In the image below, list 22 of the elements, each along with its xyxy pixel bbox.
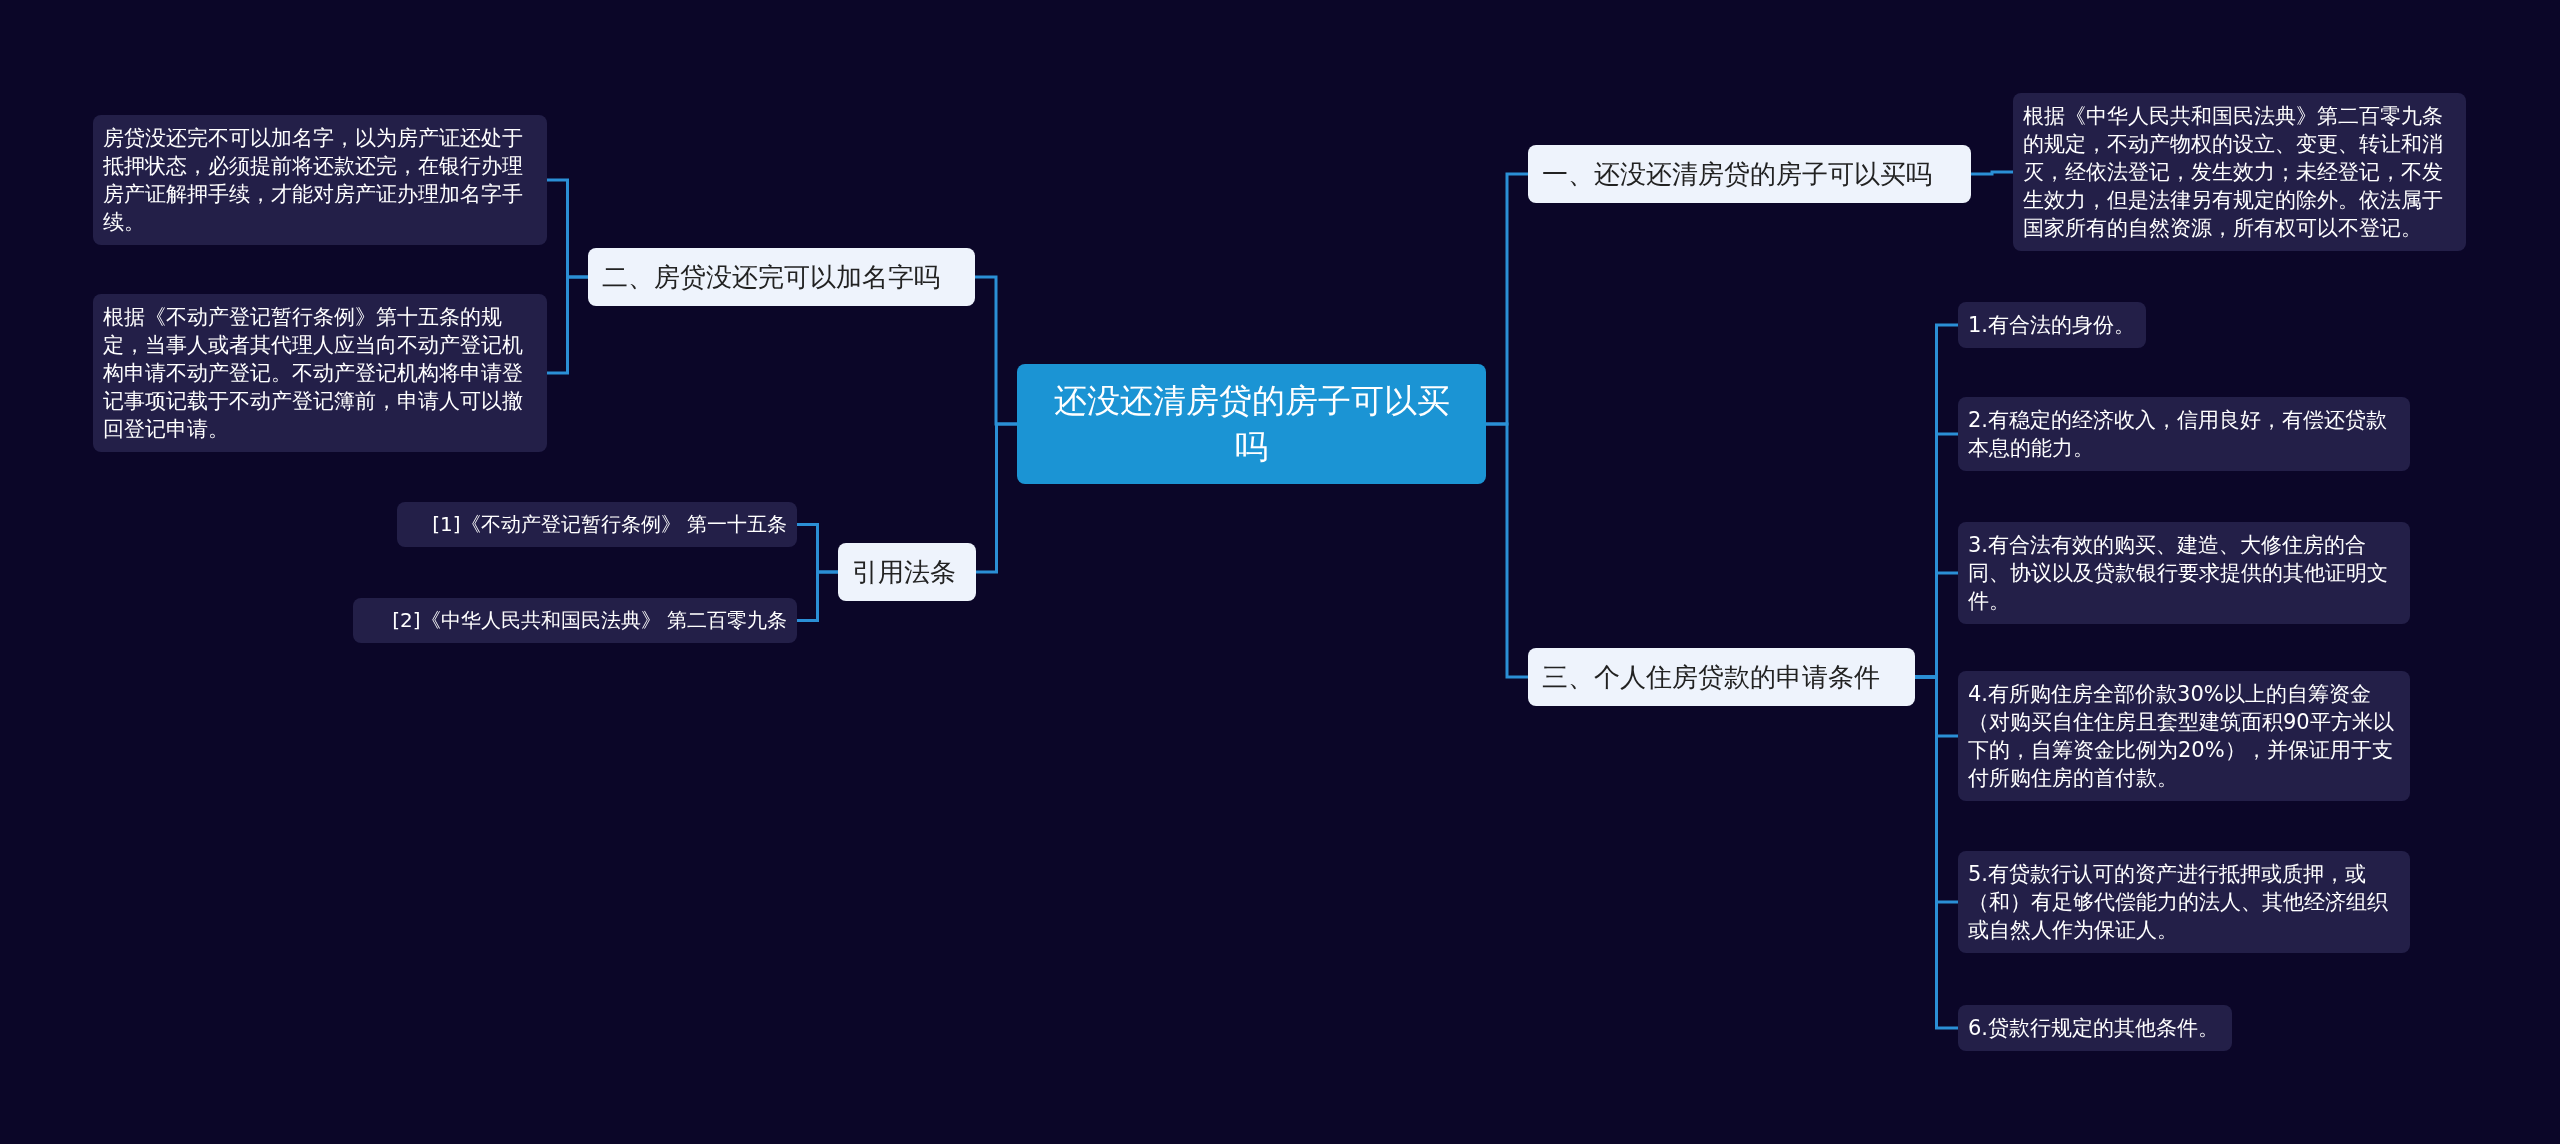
note-box: 房贷没还完不可以加名字，以为房产证还处于抵押状态，必须提前将还款还完，在银行办理房产证解押手续，才能对房产证办理加名字手续。: [93, 115, 547, 245]
reference-box: [2]《中华人民共和国民法典》 第二百零九条: [353, 597, 797, 643]
topic-box: 一、还没还清房贷的房子可以买吗: [1528, 145, 1971, 203]
note-box: 根据《中华人民共和国民法典》第二百零九条的规定，不动产物权的设立、变更、转让和消灭，经依法登记，发生效力；未经登记，不发生效力，但是法律另有规定的除外。依法属于国家所有的自然资源，所有权可以不登记。: [2013, 93, 2466, 251]
connector-line: [976, 422, 1017, 574]
note-box: 3.有合法有效的购买、建造、大修住房的合同、协议以及贷款银行要求提供的其他证明文件。: [1958, 522, 2410, 624]
note-box: 根据《不动产登记暂行条例》第十五条的规定，当事人或者其代理人应当向不动产登记机构申请不动产登记。不动产登记机构将申请登记事项记载于不动产登记簿前，申请人可以撤回登记申请。: [93, 294, 547, 452]
connector-line: [547, 275, 588, 375]
topic-box: 三、个人住房贷款的申请条件: [1528, 648, 1915, 706]
topic-box: 二、房贷没还完可以加名字吗: [588, 248, 975, 306]
reference-box: [1]《不动产登记暂行条例》 第一十五条: [397, 501, 797, 547]
note-box: 5.有贷款行认可的资产进行抵押或质押，或（和）有足够代偿能力的法人、其他经济组织或自然人作为保证人。: [1958, 851, 2410, 953]
note-box: 4.有所购住房全部价款30%以上的自筹资金（对购买自住住房且套型建筑面积90平方米以下的，自筹资金比例为20%），并保证用于支付所购住房的首付款。: [1958, 671, 2410, 801]
note-box: 6.贷款行规定的其他条件。: [1958, 1005, 2232, 1051]
connector-line: [1486, 422, 1528, 679]
central-topic: 还没还清房贷的房子可以买吗: [1017, 364, 1486, 484]
connector-line: [797, 570, 838, 622]
connector-line: [1915, 675, 1958, 1030]
note-box: 1.有合法的身份。: [1958, 302, 2146, 348]
topic-box: 引用法条: [838, 543, 976, 601]
connector-line: [1971, 170, 2013, 176]
note-box: 2.有稳定的经济收入，信用良好，有偿还贷款本息的能力。: [1958, 397, 2410, 471]
